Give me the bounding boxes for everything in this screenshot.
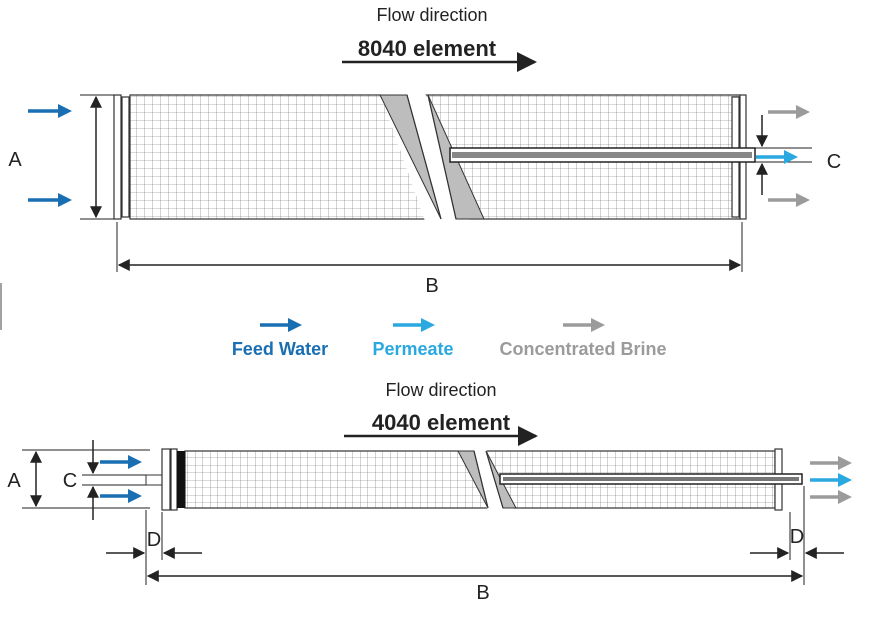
top-element-label: 8040 element (358, 36, 497, 61)
bottom-label-b: B (476, 582, 489, 604)
element-8040-body (113, 93, 756, 221)
top-permeate-arrow (756, 150, 798, 164)
element-4040-body (145, 448, 803, 511)
top-feed-arrow-upper (28, 104, 72, 118)
bottom-feed-arrow-lower (100, 489, 142, 503)
top-label-b: B (425, 275, 438, 297)
legend-concentrated-brine: Concentrated Brine (499, 318, 667, 359)
bottom-flow-direction-label: Flow direction (385, 380, 496, 400)
top-feed-arrow-lower (28, 193, 72, 207)
top-flow-direction-label: Flow direction (376, 5, 487, 25)
bottom-dimension-d-left: D (106, 510, 202, 585)
bottom-feed-arrow-upper (100, 455, 142, 469)
legend: Feed Water Permeate Concentrated Brine (232, 318, 667, 359)
bottom-label-a: A (7, 470, 21, 492)
top-brine-arrow-lower (768, 193, 810, 207)
top-dimension-c: C (748, 115, 841, 195)
bottom-brine-arrow-lower (810, 490, 852, 504)
top-brine-arrow-upper (768, 105, 810, 119)
bottom-label-d-left: D (147, 529, 161, 551)
bottom-label-c: C (63, 470, 77, 492)
legend-feed-water: Feed Water (232, 318, 328, 359)
legend-concentrated-brine-label: Concentrated Brine (499, 339, 666, 359)
bottom-brine-arrow-upper (810, 456, 852, 470)
bottom-label-d-right: D (790, 526, 804, 548)
legend-feed-water-label: Feed Water (232, 339, 328, 359)
top-label-c: C (827, 151, 841, 173)
bottom-dimension-a: A (7, 449, 150, 509)
top-dimension-a: A (8, 94, 114, 220)
bottom-permeate-arrow (810, 473, 852, 487)
element-4040-group: Flow direction 4040 element (7, 380, 852, 604)
top-label-a: A (8, 149, 22, 171)
bottom-element-label: 4040 element (372, 410, 511, 435)
bottom-dimension-c: C (63, 440, 146, 520)
element-8040-group: Flow direction 8040 element (8, 5, 841, 297)
bottom-dimension-d-right: D (750, 486, 844, 585)
legend-permeate: Permeate (372, 318, 454, 359)
top-dimension-b: B (116, 222, 743, 297)
legend-permeate-label: Permeate (372, 339, 453, 359)
bottom-dimension-b: B (146, 570, 804, 604)
